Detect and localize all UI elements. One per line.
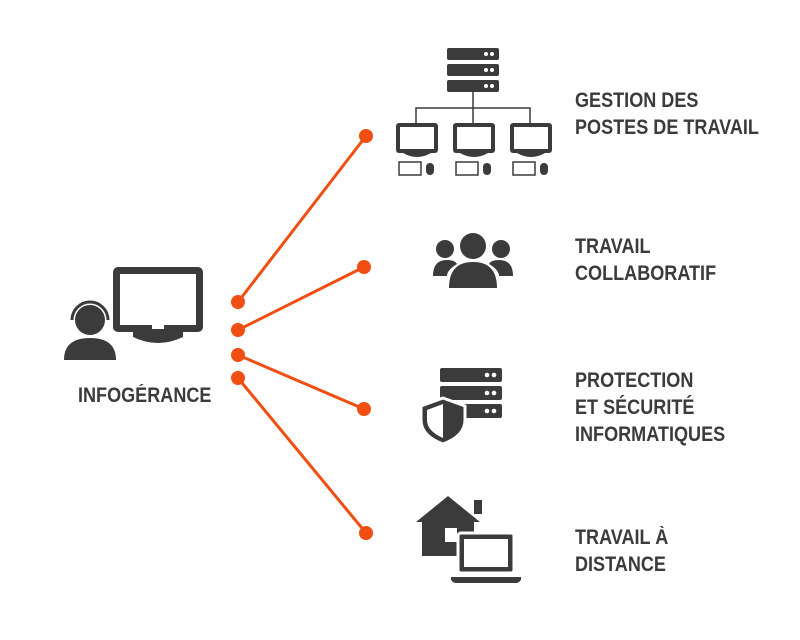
server-shield-icon [419,368,502,446]
label-line: TRAVAIL À [575,526,669,549]
label-line: DISTANCE [575,553,666,576]
server-network-workstations-icon [396,48,553,176]
label-line: POSTES DE TRAVAIL [575,116,759,139]
branch-label-collaboration: TRAVAIL COLLABORATIF [575,233,716,287]
connector-2 [231,260,371,337]
connector-3 [231,348,371,416]
team-group-icon [433,233,513,288]
label-line: PROTECTION [575,369,694,392]
home-laptop-icon [416,496,523,585]
support-agent-monitor-icon [64,267,203,360]
branch-label-remote: TRAVAIL À DISTANCE [575,524,668,578]
label-line: GESTION DES [575,89,699,112]
connector-1 [231,129,373,309]
center-label: INFOGÉRANCE [78,384,212,407]
label-line: TRAVAIL [575,235,651,258]
label-line: COLLABORATIF [575,262,717,285]
branch-label-workstations: GESTION DES POSTES DE TRAVAIL [575,87,759,141]
label-line: ET SÉCURITÉ [575,396,695,419]
label-line: INFORMATIQUES [575,423,726,446]
branch-label-security: PROTECTION ET SÉCURITÉ INFORMATIQUES [575,367,725,448]
connector-4 [231,371,373,540]
